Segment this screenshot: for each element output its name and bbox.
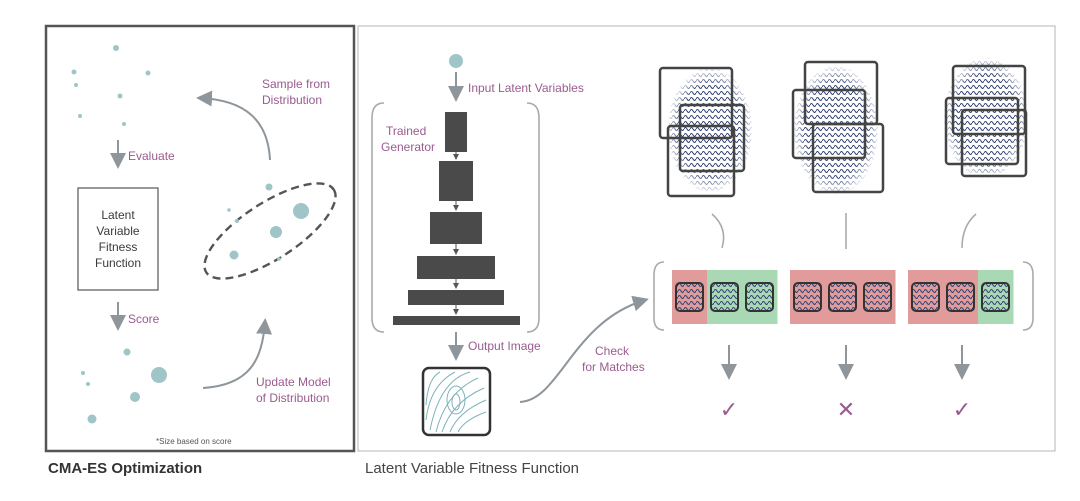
crop-box — [951, 64, 1027, 136]
generator-layer-2 — [439, 161, 473, 201]
generator-label-line-1: Trained — [386, 124, 426, 138]
cma-es-panel — [44, 24, 356, 453]
match-bracket-right — [1022, 261, 1034, 331]
crop-box — [960, 108, 1028, 178]
output-fingerprint-image — [421, 366, 492, 437]
size-note: *Size based on score — [156, 437, 232, 446]
generator-bracket-left — [371, 102, 385, 333]
generator-layer-1 — [445, 112, 467, 152]
distribution-dots — [227, 183, 309, 261]
fingerprint-patch — [745, 282, 774, 312]
check-mark-icon: ✓ — [720, 398, 738, 423]
sample-dots-top — [71, 45, 151, 126]
check-label-line-1: Check — [595, 344, 630, 358]
fingerprint-patch — [863, 282, 892, 312]
match-bracket-left — [653, 261, 665, 331]
fingerprint-patch — [911, 282, 940, 312]
match-rows — [672, 270, 1014, 324]
fingerprint-patch — [675, 282, 704, 312]
crop-box — [658, 66, 734, 140]
score-label: Score — [128, 312, 160, 326]
output-image-label: Output Image — [468, 339, 541, 353]
match-row-3 — [908, 270, 1014, 324]
connector-3 — [961, 213, 977, 249]
scored-dots — [81, 348, 167, 424]
crop-box — [666, 124, 736, 198]
update-label-line-2: of Distribution — [256, 391, 329, 405]
check-matches-arrow — [519, 295, 649, 403]
fingerprint-2 — [791, 60, 885, 196]
latent-fitness-panel — [357, 25, 1056, 452]
cross-mark-icon: ✕ — [837, 398, 855, 423]
generator-label-line-2: Generator — [381, 140, 435, 154]
fitness-box-line-1: Latent — [101, 208, 135, 222]
fingerprint-patch — [828, 282, 857, 312]
generator-layer-4 — [417, 256, 495, 279]
evaluate-label: Evaluate — [128, 149, 175, 163]
input-latent-dot — [449, 54, 463, 68]
match-row-1 — [672, 270, 778, 324]
fingerprint-patch — [793, 282, 822, 312]
generator-layer-3 — [430, 212, 482, 244]
latent-fitness-caption: Latent Variable Fitness Function — [365, 460, 579, 477]
update-arrow — [202, 318, 273, 389]
crop-box — [811, 122, 885, 194]
sample-label-line-2: Distribution — [262, 93, 322, 107]
crop-box — [944, 96, 1020, 166]
fitness-box-line-3: Fitness — [99, 240, 138, 254]
fingerprint-patch — [946, 282, 975, 312]
match-row-2 — [790, 270, 896, 324]
sample-arrow — [196, 90, 271, 161]
check-mark-icon: ✓ — [953, 398, 971, 423]
distribution-ellipse — [203, 182, 337, 280]
update-label-line-1: Update Model — [256, 375, 331, 389]
fitness-box-line-2: Variable — [96, 224, 139, 238]
connector-1 — [711, 213, 725, 249]
fitness-function-box — [77, 187, 159, 291]
fingerprint-patch — [710, 282, 739, 312]
crop-box — [678, 103, 746, 173]
check-label-line-2: for Matches — [582, 360, 645, 374]
generator-bracket-right — [526, 102, 540, 333]
fingerprint-3 — [942, 56, 1030, 180]
fingerprint-patch — [981, 282, 1010, 312]
fingerprint-1 — [658, 66, 754, 198]
generator-layer-6 — [393, 316, 520, 325]
fitness-box-line-4: Function — [95, 256, 141, 270]
input-latent-label: Input Latent Variables — [468, 81, 584, 95]
generator-layer-5 — [408, 290, 504, 305]
sample-label-line-1: Sample from — [262, 77, 330, 91]
generator-layers — [393, 112, 520, 325]
cma-es-caption: CMA-ES Optimization — [48, 460, 202, 477]
